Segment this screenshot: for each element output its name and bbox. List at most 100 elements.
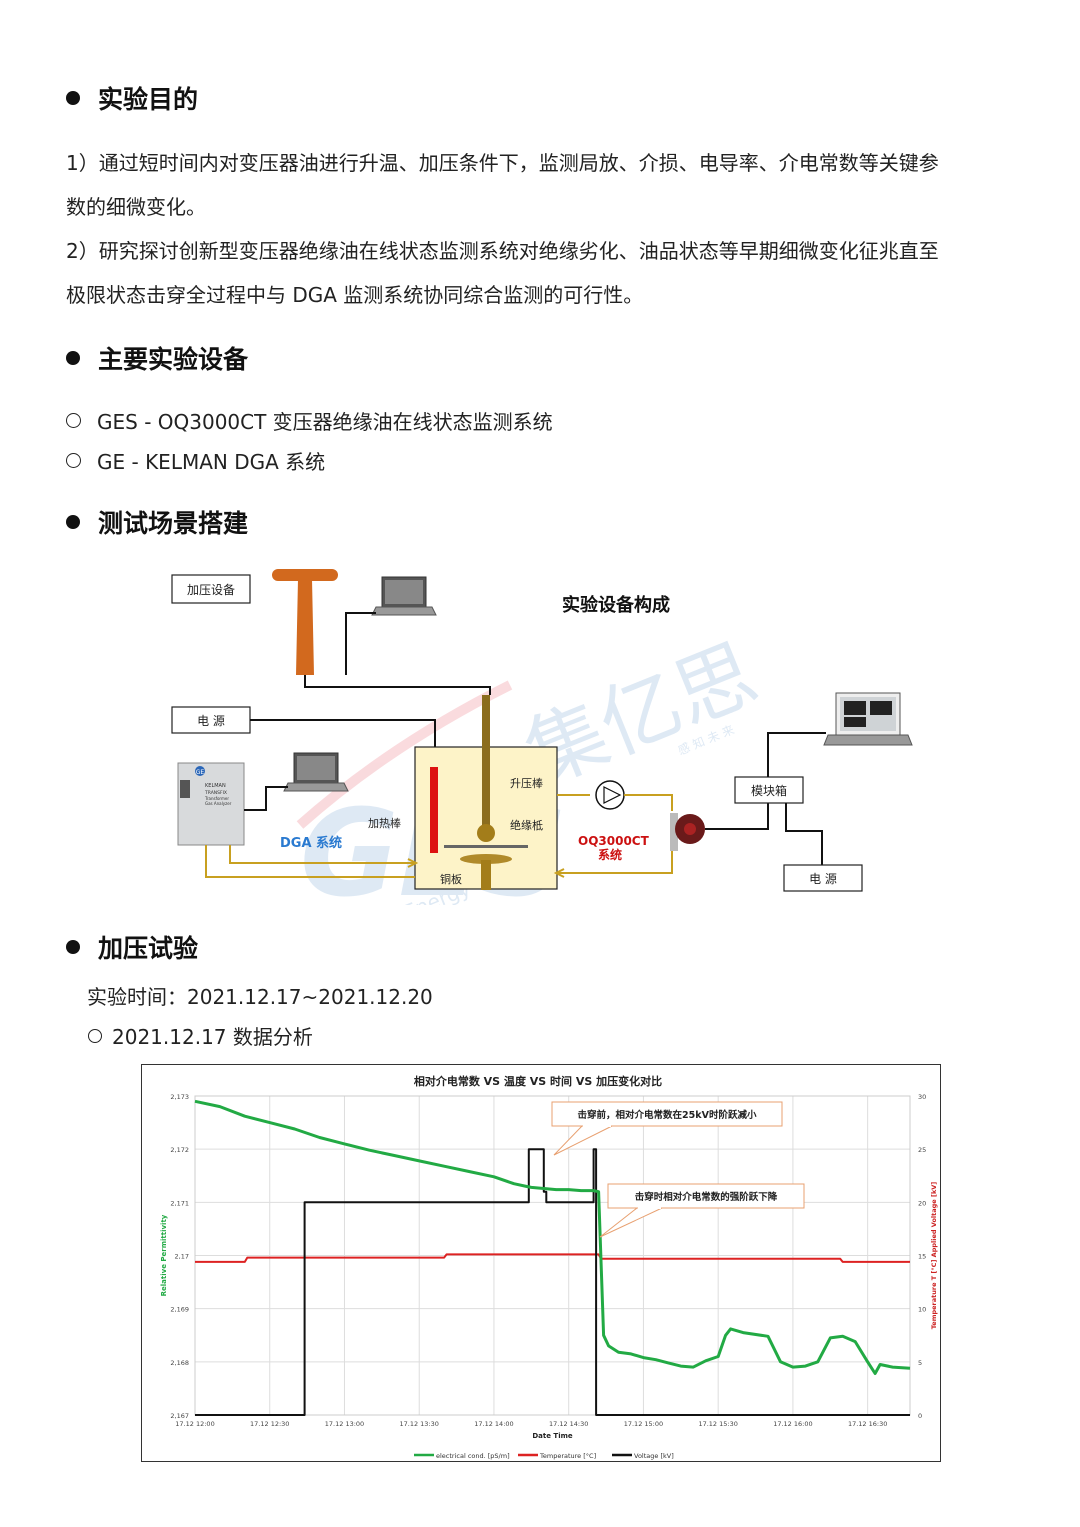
y-tick-left: 2,171 — [170, 1199, 189, 1207]
permittivity-chart: 相对介电常数 VS 温度 VS 时间 VS 加压变化对比 2,167 2,168 2… — [160, 1074, 938, 1460]
analysis-subheading-text: 2021.12.17 数据分析 — [112, 1025, 313, 1049]
y-tick-right: 5 — [918, 1359, 922, 1367]
purpose-line-4: 极限状态击穿全过程中与 DGA 监测系统协同综合监测的可行性。 — [66, 283, 644, 307]
power-left-label: 电 源 — [197, 714, 225, 728]
monitor-laptop-icon — [823, 692, 913, 746]
x-tick: 17.12 12:30 — [250, 1420, 289, 1428]
y-tick-left: 2,173 — [170, 1093, 189, 1101]
svg-text:TRANSFIX: TRANSFIX — [204, 790, 227, 796]
circle-bullet-icon — [66, 453, 81, 468]
bullet-icon — [66, 351, 80, 365]
module-box-label: 模块箱 — [751, 783, 787, 798]
purpose-paragraph: 1）通过短时间内对变压器油进行升温、加压条件下，监测局放、介损、电导率、介电常数… — [66, 141, 1016, 317]
y-axis-label-right: Temperature T [°C] Applied Voltage [kV] — [930, 1182, 938, 1330]
x-tick: 17.12 14:30 — [549, 1420, 588, 1428]
heading-purpose-text: 实验目的 — [98, 85, 199, 114]
voltage-device-box — [171, 574, 251, 604]
equipment-item: GE - KELMAN DGA 系统 — [66, 446, 325, 475]
annotation-pointer — [553, 1125, 613, 1156]
analysis-subheading: 2021.12.17 数据分析 — [88, 1021, 313, 1050]
experiment-time-text: 实验时间：2021.12.17~2021.12.20 — [87, 985, 433, 1009]
kelman-dga-device-icon: GE KELMAN TRANSFIX Transformer Gas Analy… — [177, 762, 245, 846]
heading-purpose: 实验目的 — [66, 80, 198, 116]
svg-text:Transformer: Transformer — [204, 796, 229, 801]
insulator-label: 绝缘柢 — [510, 818, 543, 832]
y-tick-left: 2,172 — [170, 1146, 189, 1154]
voltage-device-label: 加压设备 — [187, 583, 235, 597]
power-box-right — [783, 864, 863, 892]
heater-icon — [430, 767, 438, 853]
x-tick: 17.12 14:00 — [474, 1420, 513, 1428]
svg-text:Gas Analyzer: Gas Analyzer — [205, 801, 232, 806]
y-tick-right: 30 — [918, 1093, 926, 1101]
heading-pressure: 加压试验 — [66, 929, 198, 965]
heater-label: 加热棒 — [368, 816, 401, 830]
plot-area — [194, 1095, 911, 1416]
oq-system-label-2: 系统 — [598, 847, 622, 862]
annotation-text: 击穿前，相对介电常数在25kV时阶跃减小 — [578, 1109, 757, 1121]
equipment-diagram: GES 集亿思 Green Energy 感 知 未 来 实验设备构成 加压设备… — [171, 569, 913, 905]
y-tick-left: 2,169 — [170, 1306, 189, 1314]
legend-entry: electrical cond. [pS/m] — [436, 1452, 510, 1460]
y-tick-right: 10 — [918, 1306, 926, 1314]
series-line-0 — [194, 1099, 911, 1375]
heading-equipment-text: 主要实验设备 — [98, 345, 249, 374]
oq3000ct-sensor-icon — [670, 813, 705, 851]
heading-equipment: 主要实验设备 — [66, 340, 248, 376]
x-tick: 17.12 12:00 — [175, 1420, 214, 1428]
x-tick: 17.12 13:30 — [400, 1420, 439, 1428]
x-tick: 17.12 16:00 — [773, 1420, 812, 1428]
equipment-item-text: GES - OQ3000CT 变压器绝缘油在线状态监测系统 — [97, 410, 553, 434]
diagram-title: 实验设备构成 — [562, 594, 670, 616]
heading-scene-text: 测试场景搭建 — [98, 509, 249, 538]
circle-bullet-icon — [88, 1028, 102, 1043]
power-right-label: 电 源 — [809, 872, 837, 886]
x-tick: 17.12 15:00 — [624, 1420, 663, 1428]
chart-title: 相对介电常数 VS 温度 VS 时间 VS 加压变化对比 — [414, 1074, 662, 1088]
laptop-icon — [283, 752, 349, 792]
power-box-left — [171, 706, 251, 734]
series-line-1 — [195, 1253, 910, 1263]
dga-system-label: DGA 系统 — [280, 835, 342, 851]
y-tick-right: 15 — [918, 1253, 926, 1261]
heading-scene: 测试场景搭建 — [66, 504, 248, 540]
x-tick: 17.12 16:30 — [848, 1420, 887, 1428]
bullet-icon — [66, 91, 80, 105]
legend-entry: Voltage [kV] — [634, 1452, 674, 1460]
x-axis-label: Date Time — [532, 1432, 573, 1440]
booster-rod-icon — [482, 695, 490, 835]
bullet-icon — [66, 940, 80, 954]
y-tick-right: 0 — [918, 1412, 922, 1420]
purpose-line-2: 数的细微变化。 — [66, 195, 206, 219]
x-tick: 17.12 13:00 — [325, 1420, 364, 1428]
y-tick-right: 20 — [918, 1199, 926, 1207]
svg-text:KELMAN: KELMAN — [205, 783, 226, 789]
annotation-box — [607, 1183, 805, 1209]
copper-plate-label: 铜板 — [440, 872, 462, 886]
x-tick: 17.12 15:30 — [698, 1420, 737, 1428]
laptop-icon — [371, 576, 437, 616]
voltage-bushing-icon — [272, 569, 338, 675]
y-tick-left: 2,167 — [170, 1412, 189, 1420]
series-line-2 — [195, 1148, 910, 1416]
y-tick-left: 2,168 — [170, 1359, 189, 1367]
svg-text:GE: GE — [196, 769, 205, 776]
bullet-icon — [66, 515, 80, 529]
annotation-pointer — [599, 1207, 663, 1238]
equipment-item: GES - OQ3000CT 变压器绝缘油在线状态监测系统 — [66, 406, 553, 435]
y-axis-label-left: Relative Permittivity — [160, 1214, 168, 1296]
circle-bullet-icon — [66, 413, 81, 428]
oq-system-label-1: OQ3000CT — [578, 834, 650, 848]
y-tick-right: 25 — [918, 1146, 926, 1154]
equipment-item-text: GE - KELMAN DGA 系统 — [97, 450, 326, 474]
y-tick-left: 2,17 — [175, 1253, 189, 1261]
booster-rod-label: 升压棒 — [510, 776, 543, 790]
chart-container: 相对介电常数 VS 温度 VS 时间 VS 加压变化对比 2,167 2,168 2… — [141, 1064, 941, 1462]
experiment-time: 实验时间：2021.12.17~2021.12.20 — [87, 981, 433, 1010]
annotation-text: 击穿时相对介电常数的强阶跃下降 — [635, 1191, 778, 1203]
purpose-line-3: 2）研究探讨创新型变压器绝缘油在线状态监测系统对绝缘劣化、油品状态等早期细微变化… — [66, 239, 939, 263]
legend-entry: Temperature [°C] — [539, 1452, 596, 1460]
annotation-box — [551, 1101, 783, 1127]
purpose-line-1: 1）通过短时间内对变压器油进行升温、加压条件下，监测局放、介损、电导率、介电常数… — [66, 151, 939, 175]
heading-pressure-text: 加压试验 — [98, 934, 199, 963]
